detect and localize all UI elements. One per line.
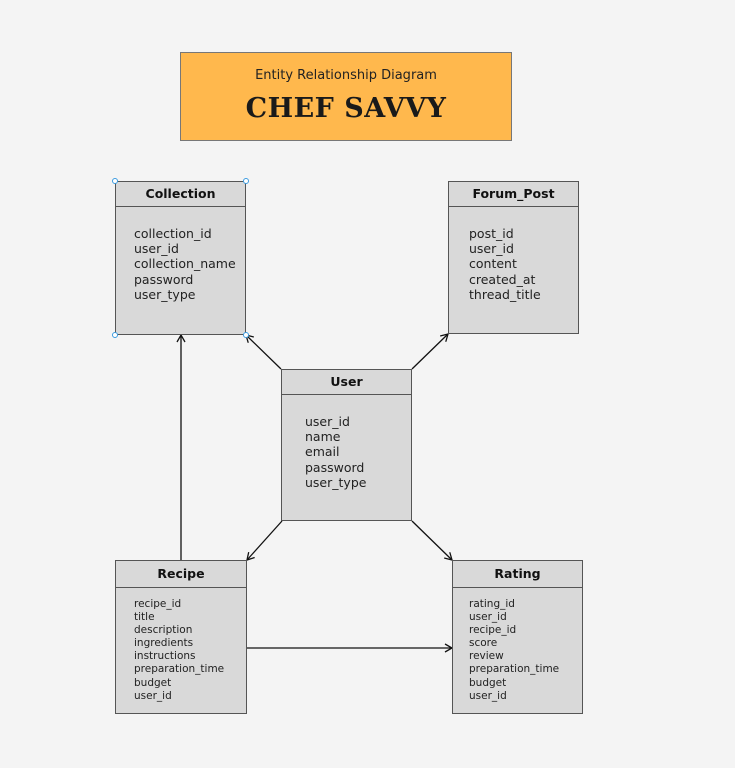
attribute: email xyxy=(305,444,340,460)
attribute: review xyxy=(469,650,504,663)
entity-collection-name: Collection xyxy=(116,182,245,207)
attribute: title xyxy=(134,611,155,624)
attribute: user_type xyxy=(134,286,196,302)
entity-recipe-name: Recipe xyxy=(116,561,246,588)
attribute: budget xyxy=(134,676,172,689)
attribute: preparation_time xyxy=(469,663,560,676)
entity-rating[interactable]: Rating rating_id user_id recipe_id score… xyxy=(452,560,583,714)
attribute: user_id xyxy=(305,414,350,429)
attribute: user_id xyxy=(134,689,172,702)
attribute: content xyxy=(469,256,517,272)
attribute: ingredients xyxy=(134,637,194,650)
selection-handle[interactable] xyxy=(243,332,249,338)
entity-user-name: User xyxy=(282,370,411,395)
attribute: budget xyxy=(469,676,507,689)
diagram-subtitle: Entity Relationship Diagram xyxy=(255,68,437,83)
entity-collection-attributes: collection_id user_id collection_name pa… xyxy=(134,226,236,302)
attribute: name xyxy=(305,429,341,445)
arrow-user-to-rating[interactable] xyxy=(411,520,453,561)
attribute: rating_id xyxy=(469,598,515,610)
attribute: user_id xyxy=(134,241,179,257)
entity-user-attributes: user_id name email password user_type xyxy=(305,414,366,490)
attribute: preparation_time xyxy=(134,663,225,676)
selection-handle[interactable] xyxy=(112,332,118,338)
attribute: recipe_id xyxy=(134,598,182,610)
arrow-user-to-collection[interactable] xyxy=(245,334,282,370)
attribute: collection_name xyxy=(134,256,236,272)
attribute: password xyxy=(305,459,365,475)
diagram-title-box[interactable]: Entity Relationship Diagram CHEF SAVVY xyxy=(180,52,512,141)
entity-user[interactable]: User user_id name email password user_ty… xyxy=(281,369,412,521)
entity-forum-post-attributes: post_id user_id content created_at threa… xyxy=(469,226,541,302)
selection-handle[interactable] xyxy=(243,178,249,184)
entity-recipe[interactable]: Recipe recipe_id title description ingre… xyxy=(115,560,247,714)
entity-forum-post-name: Forum_Post xyxy=(449,182,578,207)
attribute: user_id xyxy=(469,611,507,624)
attribute: user_id xyxy=(469,689,507,702)
selection-handle[interactable] xyxy=(112,178,118,184)
entity-forum-post[interactable]: Forum_Post post_id user_id content creat… xyxy=(448,181,579,334)
attribute: score xyxy=(469,637,498,650)
entity-rating-name: Rating xyxy=(453,561,582,588)
entity-collection[interactable]: Collection collection_id user_id collect… xyxy=(115,181,246,335)
attribute: created_at xyxy=(469,271,536,287)
attribute: user_id xyxy=(469,241,514,257)
entity-rating-attributes: rating_id user_id recipe_id score review… xyxy=(469,598,559,703)
attribute: thread_title xyxy=(469,286,541,302)
attribute: instructions xyxy=(134,650,196,663)
attribute: user_type xyxy=(305,474,367,490)
arrow-user-to-forum-post[interactable] xyxy=(411,333,449,370)
entity-recipe-attributes: recipe_id title description ingredients … xyxy=(134,598,224,703)
attribute: collection_id xyxy=(134,226,212,241)
attribute: password xyxy=(134,271,194,287)
diagram-title: CHEF SAVVY xyxy=(245,93,447,124)
arrow-user-to-recipe[interactable] xyxy=(246,520,283,561)
attribute: description xyxy=(134,624,193,637)
attribute: recipe_id xyxy=(469,624,517,637)
attribute: post_id xyxy=(469,226,514,241)
